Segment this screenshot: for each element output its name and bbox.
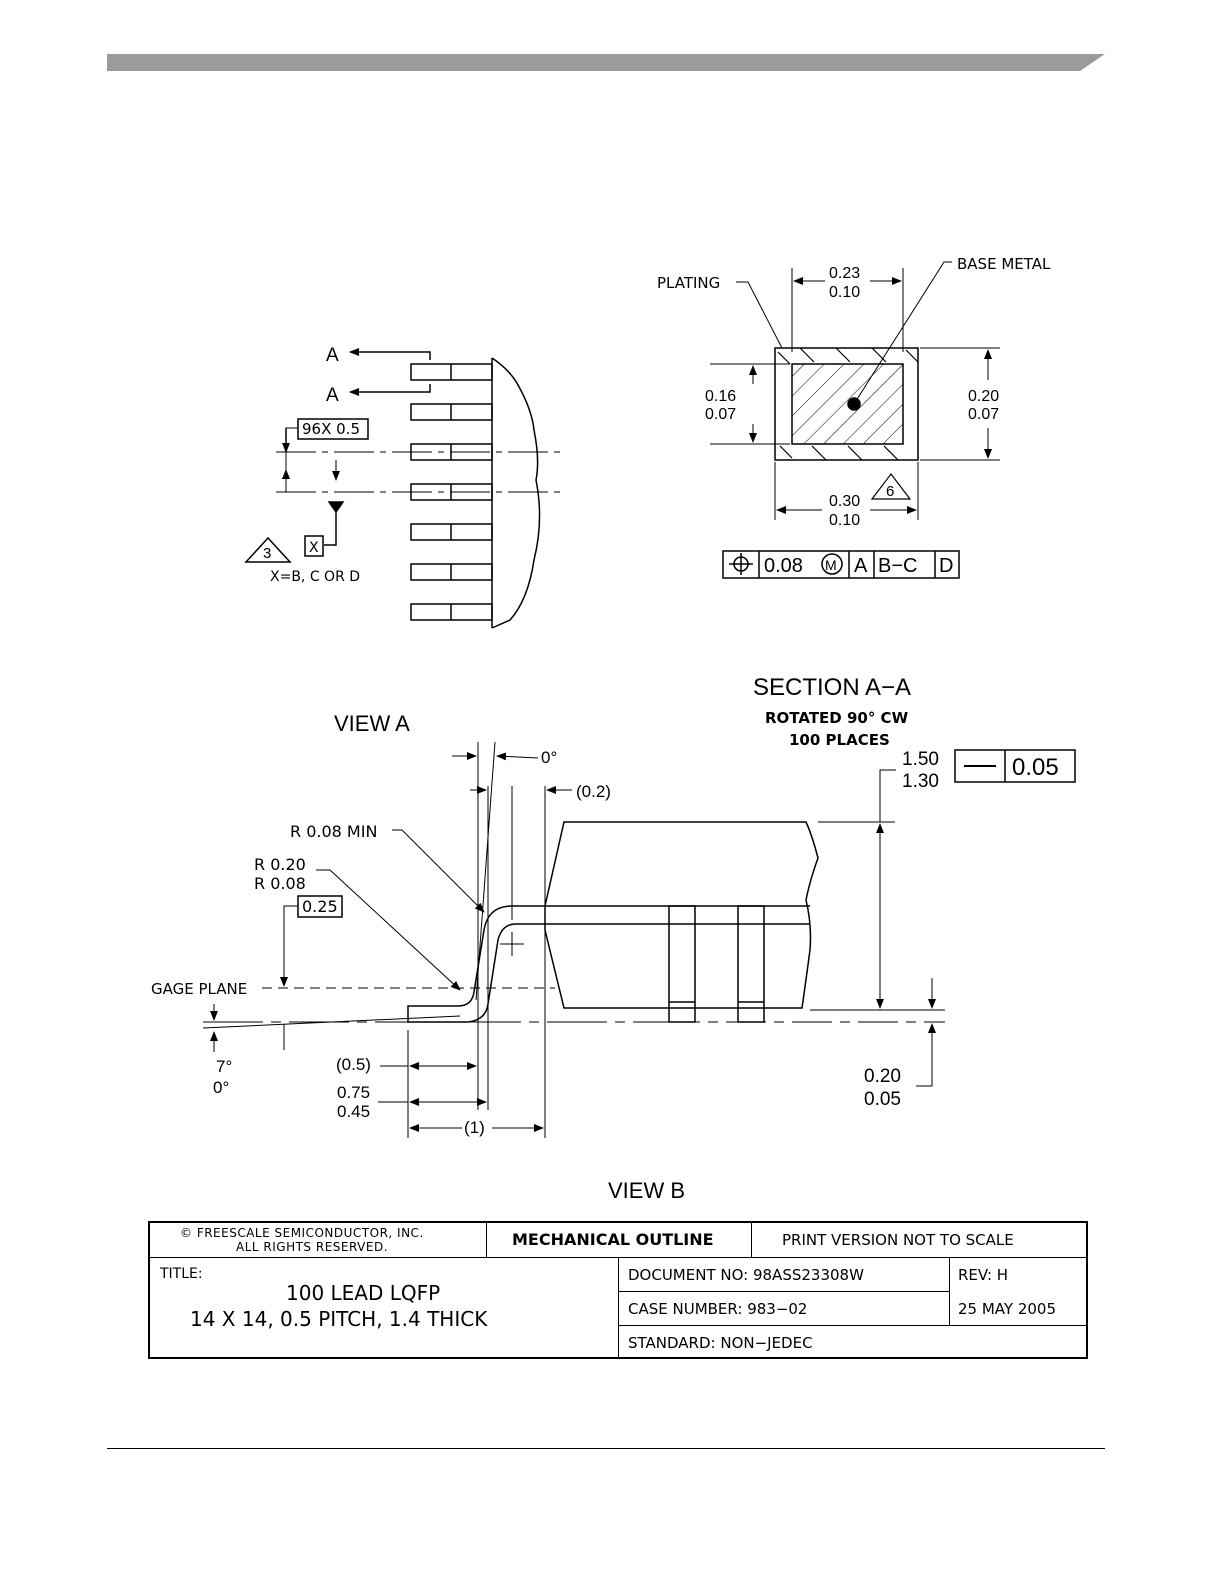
section-a-a (710, 261, 1000, 520)
pitch-label: 96X 0.5 (302, 420, 360, 438)
lead-detail-view (244, 348, 560, 629)
height-min: 1.30 (902, 771, 939, 792)
gage-box (297, 895, 343, 918)
feature-control-frame (722, 550, 960, 579)
standoff-min: 0.05 (864, 1089, 901, 1110)
dim-0-2: (0.2) (576, 782, 611, 801)
top-dim-min: 0.10 (829, 284, 860, 301)
section-mark-2: A (326, 385, 339, 406)
radius-min: R 0.08 MIN (290, 822, 377, 841)
top-dim-max: 0.23 (829, 265, 860, 282)
mmc-modifier-circle (821, 553, 843, 575)
case-number: CASE NUMBER: 983−02 (628, 1300, 808, 1318)
package-body (544, 821, 819, 1009)
view-a-title: VIEW A (334, 711, 410, 736)
title-block: © FREESCALE SEMICONDUCTOR, INC. ALL RIGH… (148, 1221, 1088, 1359)
left-dim-min: 0.07 (705, 406, 736, 423)
title-line-2: 14 X 14, 0.5 PITCH, 1.4 THICK (190, 1307, 488, 1331)
flatness-tolerance: 0.05 (1012, 754, 1059, 781)
view-b-drawing (202, 741, 945, 1138)
angle-top: 0° (541, 748, 557, 767)
section-subtitle-2: 100 PLACES (789, 731, 890, 749)
copyright-line-1: © FREESCALE SEMICONDUCTOR, INC. (180, 1226, 424, 1240)
section-subtitle-1: ROTATED 90° CW (765, 709, 909, 727)
foot-min: 0.45 (337, 1102, 370, 1121)
mechanical-outline-label: MECHANICAL OUTLINE (512, 1230, 714, 1249)
revision-date: 25 MAY 2005 (958, 1300, 1056, 1318)
foot-max: 0.75 (337, 1083, 370, 1102)
lead-profile (407, 905, 545, 1023)
right-dim-min: 0.07 (968, 406, 999, 423)
bottom-dim-max: 0.30 (829, 493, 860, 510)
pitch-box (297, 418, 369, 440)
document-number: DOCUMENT NO: 98ASS23308W (628, 1266, 864, 1284)
height-max: 1.50 (902, 749, 939, 770)
position-icon (729, 553, 753, 575)
header-bar (107, 54, 1105, 71)
gage-box-value: 0.25 (302, 897, 338, 916)
header-bar-shape (107, 54, 1105, 71)
view-b-title: VIEW B (608, 1178, 685, 1203)
footer-rule (107, 1448, 1105, 1449)
fcf-datum-2: B−C (878, 555, 917, 577)
fcf-datum-1: A (854, 555, 868, 577)
section-title: SECTION A−A (753, 674, 911, 701)
radius-max-2: R 0.08 (254, 874, 306, 893)
plating-label: PLATING (657, 274, 720, 292)
flatness-frame (954, 749, 1076, 783)
title-label: TITLE: (160, 1266, 203, 1282)
radius-max-1: R 0.20 (254, 855, 306, 874)
note-number-6: 6 (886, 483, 894, 500)
fcf-datum-3: D (939, 555, 953, 577)
angle-min: 0° (213, 1078, 229, 1097)
dim-0-5: (0.5) (336, 1055, 371, 1074)
fcf-modifier: M (825, 557, 837, 573)
datum-note: X=B, C OR D (270, 569, 360, 585)
fcf-tolerance: 0.08 (764, 555, 803, 577)
lead-set (410, 363, 493, 621)
base-metal-label: BASE METAL (957, 255, 1051, 273)
datum-label: X (309, 540, 319, 556)
gage-plane-label: GAGE PLANE (151, 980, 247, 998)
bottom-dim-min: 0.10 (829, 512, 860, 529)
mechanical-drawing: A A 96X 0.5 X 3 X=B, C OR D (151, 255, 1076, 1203)
standard: STANDARD: NON−JEDEC (628, 1334, 813, 1352)
datum-box (304, 535, 324, 557)
package-body-edge (491, 357, 541, 629)
title-line-1: 100 LEAD LQFP (286, 1281, 441, 1305)
revision: REV: H (958, 1266, 1009, 1284)
right-dim-max: 0.20 (968, 388, 999, 405)
print-version-label: PRINT VERSION NOT TO SCALE (782, 1231, 1014, 1249)
dim-1: (1) (464, 1118, 485, 1137)
plating-outline (774, 347, 919, 461)
angle-max: 7° (216, 1057, 232, 1076)
copyright-line-2: ALL RIGHTS RESERVED. (236, 1240, 389, 1254)
section-mark-1: A (326, 345, 339, 366)
standoff-max: 0.20 (864, 1066, 901, 1087)
left-dim-max: 0.16 (705, 388, 736, 405)
note-number-3: 3 (263, 545, 271, 562)
